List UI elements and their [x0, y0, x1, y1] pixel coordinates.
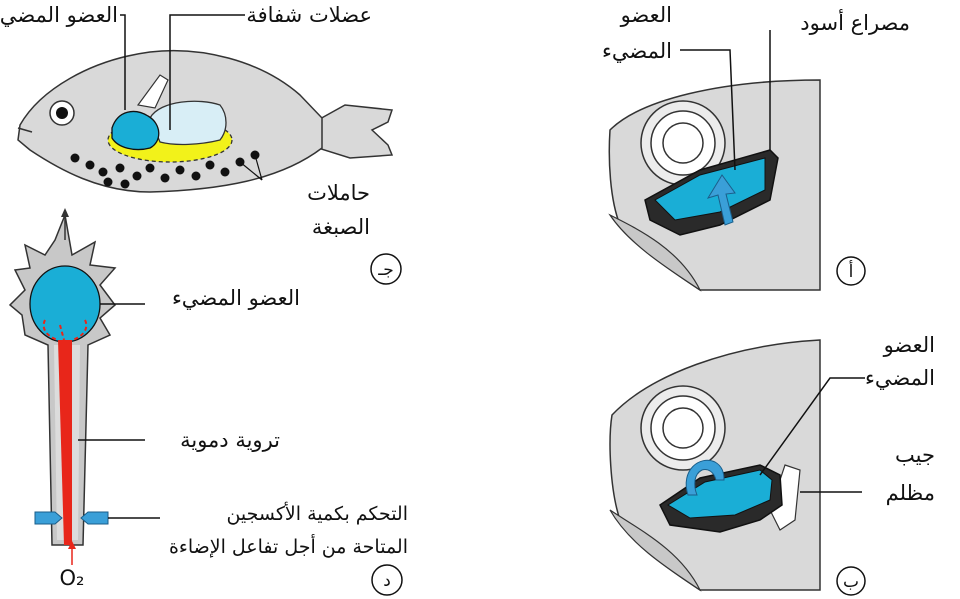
panel-a-organ-label-1: العضو — [620, 3, 672, 27]
panel-d-organ — [29, 265, 101, 343]
panel-c-chromato-label-1: حاملات — [307, 181, 370, 205]
panel-a-jaw — [608, 213, 702, 292]
panel-b-jaw — [609, 509, 702, 592]
panel-d-o2-arrowhead — [68, 541, 76, 549]
panel-d-blood-vessel — [58, 340, 72, 545]
panel-c-chromatophores — [70, 150, 260, 189]
panel-a-marker-circle — [836, 256, 866, 286]
panel-b-marker: ب — [843, 572, 859, 592]
panel-b-organ — [667, 469, 773, 519]
panel-c-chromato-label-2: الصبغة — [312, 215, 370, 239]
panel-a-eye — [640, 100, 726, 186]
panel-c-marker-circle — [370, 253, 402, 285]
panel-a-organ — [654, 157, 766, 221]
panel-d-top-arrowhead — [61, 208, 69, 217]
panel-c-muscles-label: عضلات شفافة — [246, 3, 372, 27]
panel-b-organ-label-2: المضيء — [865, 366, 935, 390]
panel-c-pupil — [56, 107, 68, 119]
panel-b-arrow — [685, 459, 725, 496]
panel-a: العضو المضيء مصراع أسود أ — [602, 3, 910, 292]
panel-d-control-label-2: المتاحة من أجل تفاعل الإضاءة — [169, 534, 408, 558]
panel-c-organ-label: العضو المضيء — [0, 3, 118, 27]
panel-b: العضو المضيء جيب مظلم ب — [609, 333, 935, 596]
panel-c-mouth — [17, 127, 33, 133]
panel-d-marker-circle — [371, 564, 403, 596]
panel-d-organ-label: العضو المضيء — [172, 286, 300, 310]
panel-c: العضو المضيء عضلات شفافة حاملات الصبغة ج… — [0, 3, 402, 285]
panel-b-organ-leader — [759, 377, 865, 476]
panel-d-o2-label: O₂ — [60, 566, 85, 590]
panel-c-muscle — [149, 100, 227, 146]
panel-b-organ-label-1: العضو — [883, 333, 935, 357]
panel-b-pocket-label-1: جيب — [895, 443, 935, 467]
panel-d: العضو المضيء تروية دموية التحكم بكمية ال… — [8, 208, 408, 596]
panel-b-pocket-label-2: مظلم — [886, 481, 935, 506]
panel-c-chromato-leader-2 — [254, 154, 263, 181]
panel-a-organ-label-2: المضيء — [602, 39, 672, 63]
panel-d-control-label-1: التحكم بكمية الأكسجين — [226, 502, 408, 525]
panel-c-chromato-leader-1 — [239, 161, 263, 181]
panel-d-clamp-left — [34, 511, 63, 525]
panel-c-fin — [136, 74, 169, 109]
panel-d-blood-label: تروية دموية — [180, 428, 280, 452]
panel-a-arrow — [706, 174, 736, 226]
panel-c-muscle-leader — [169, 14, 245, 130]
panel-d-marker: د — [383, 571, 391, 591]
panel-d-capillaries — [42, 319, 88, 341]
panel-a-marker: أ — [849, 260, 854, 282]
panel-b-marker-circle — [836, 566, 866, 596]
panel-a-organ-leader — [680, 49, 736, 171]
panel-b-eye — [640, 385, 726, 471]
panel-c-organ — [111, 110, 160, 151]
panel-c-marker: جـ — [377, 260, 394, 280]
panel-c-tail — [317, 104, 394, 159]
panel-d-clamp-right — [80, 511, 109, 525]
panel-c-organ-leader — [120, 14, 126, 110]
panel-a-shutter-label: مصراع أسود — [800, 9, 910, 35]
